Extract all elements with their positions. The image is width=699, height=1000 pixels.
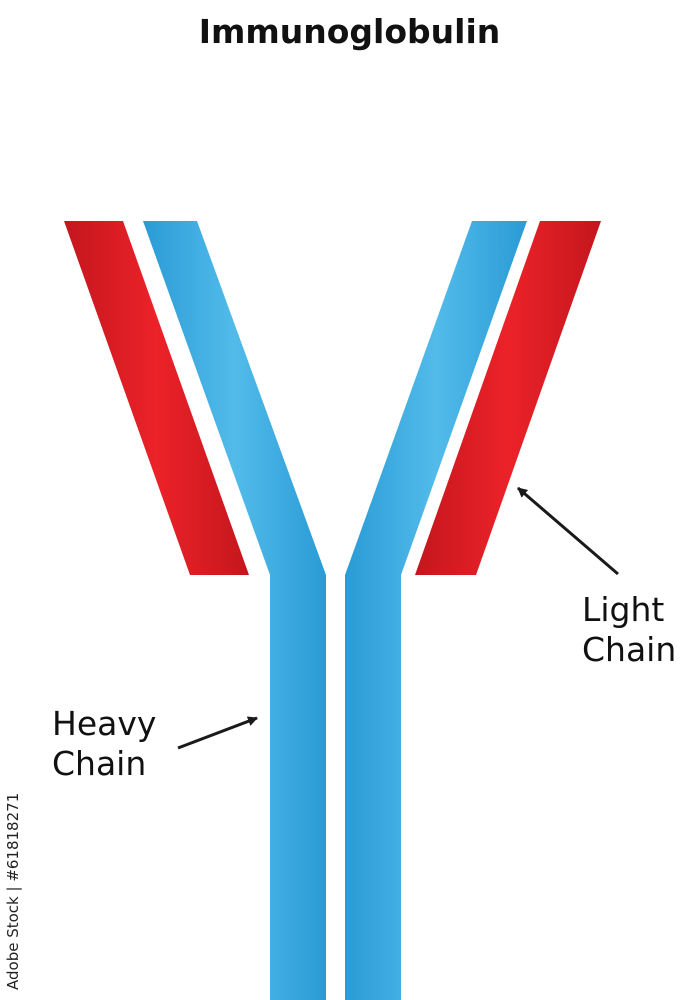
heavy-chain-label-line-2: Chain: [52, 743, 147, 783]
heavy-chain-left: [143, 221, 326, 1000]
heavy-chain-right: [345, 221, 527, 1000]
heavy-chain-label-line-1: Heavy: [52, 704, 157, 743]
heavy-chain-arrow: [177, 716, 258, 750]
light-chain-right: [415, 221, 601, 575]
stock-watermark: Adobe Stock | #61818271: [4, 792, 22, 990]
light-chain-label-line-1: Light: [582, 590, 665, 629]
heavy-chain-label: Heavy Chain: [52, 704, 156, 783]
diagram-title: Immunoglobulin: [198, 12, 501, 51]
light-chain-left: [64, 221, 249, 575]
light-chain-label: Light Chain: [582, 590, 676, 669]
light-chain-arrow: [517, 486, 619, 576]
light-chain-label-line-2: Chain: [582, 629, 677, 669]
